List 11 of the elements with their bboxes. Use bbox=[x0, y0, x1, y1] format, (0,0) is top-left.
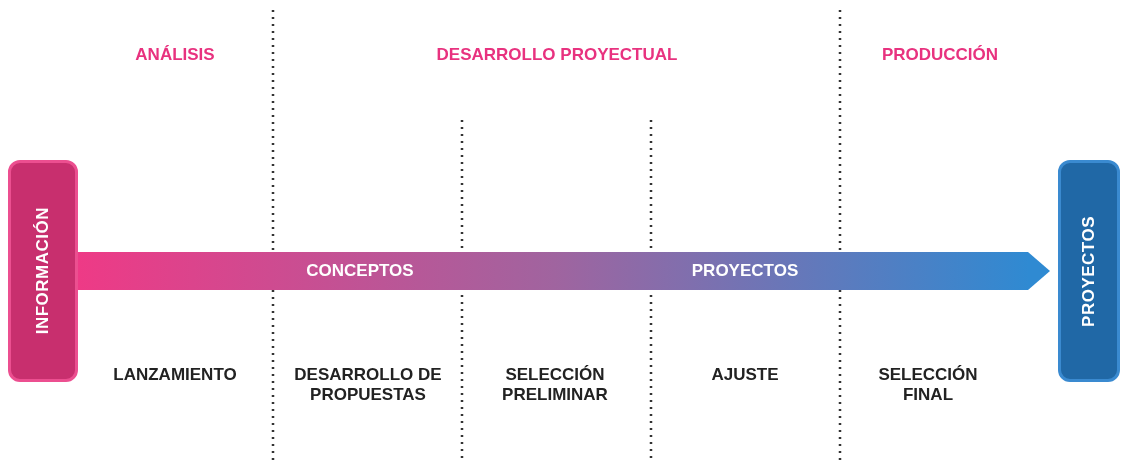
step-label: AJUSTE bbox=[710, 365, 780, 385]
step-label: SELECCIÓN PRELIMINAR bbox=[501, 365, 609, 405]
arrow-text: PROYECTOS bbox=[690, 261, 800, 281]
arrow-text: CONCEPTOS bbox=[305, 261, 415, 281]
stage-box: PROYECTOS bbox=[1058, 160, 1120, 382]
phase-heading: DESARROLLO PROYECTUAL bbox=[435, 45, 679, 65]
stage-box: INFORMACIÓN bbox=[8, 160, 78, 382]
phase-heading: ANÁLISIS bbox=[134, 45, 216, 65]
phase-heading: PRODUCCIÓN bbox=[880, 45, 1000, 65]
step-label: SELECCIÓN FINAL bbox=[877, 365, 979, 405]
step-label: DESARROLLO DE PROPUESTAS bbox=[293, 365, 443, 405]
